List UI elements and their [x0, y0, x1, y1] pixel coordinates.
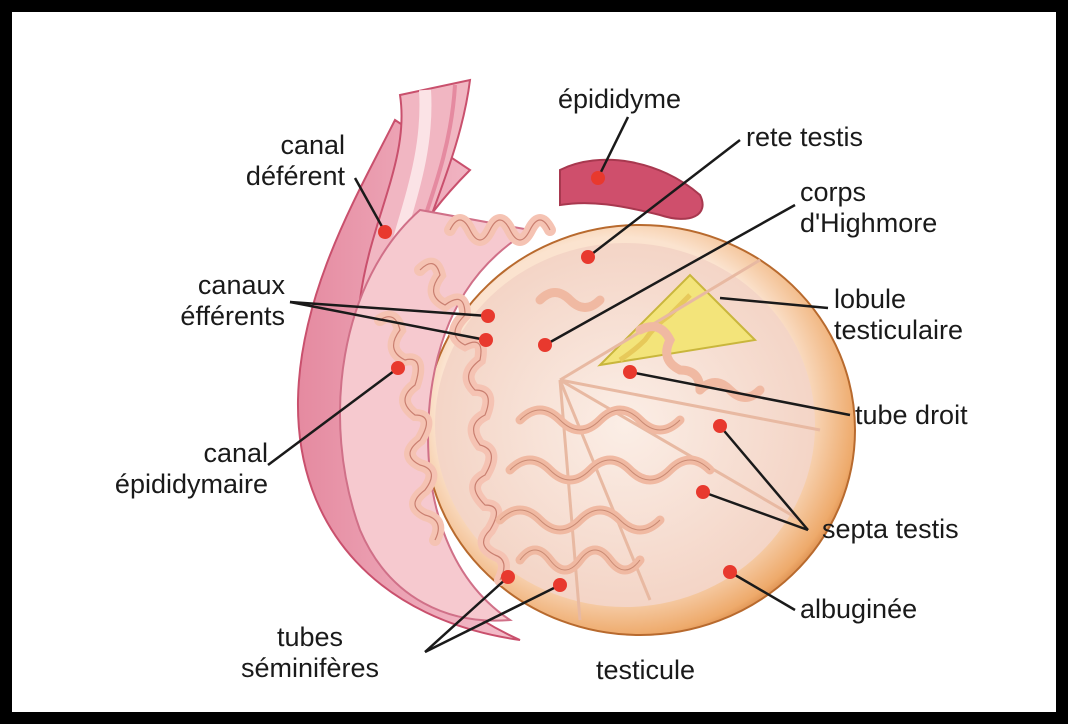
- label-canal-epididymaire: canal épididymaire: [60, 438, 268, 500]
- marker-septa-1: [713, 419, 727, 433]
- marker-albuginee: [723, 565, 737, 579]
- label-septa-testis: septa testis: [822, 514, 959, 545]
- label-testicule: testicule: [596, 655, 695, 686]
- label-albuginee: albuginée: [800, 594, 917, 625]
- label-corps-highmore: corps d'Highmore: [800, 177, 937, 239]
- label-epididyme: épididyme: [558, 84, 681, 115]
- epididymis-head: [560, 160, 703, 219]
- marker-tubes-seminiferes-1: [501, 570, 515, 584]
- marker-canaux-efferents-2: [479, 333, 493, 347]
- marker-epididyme: [591, 171, 605, 185]
- marker-tube-droit: [623, 365, 637, 379]
- marker-canal-epididymaire: [391, 361, 405, 375]
- marker-canal-deferent: [378, 225, 392, 239]
- marker-tubes-seminiferes-2: [553, 578, 567, 592]
- label-lobule-testiculaire: lobule testiculaire: [834, 284, 963, 346]
- label-tubes-seminiferes: tubes séminifères: [195, 622, 425, 684]
- label-rete-testis: rete testis: [746, 122, 863, 153]
- marker-rete-testis: [581, 250, 595, 264]
- label-tube-droit: tube droit: [855, 400, 968, 431]
- label-canaux-efferents: canaux éfférents: [100, 270, 285, 332]
- marker-corps-highmore: [538, 338, 552, 352]
- label-canal-deferent: canal déférent: [180, 130, 345, 192]
- marker-septa-2: [696, 485, 710, 499]
- marker-canaux-efferents-1: [481, 309, 495, 323]
